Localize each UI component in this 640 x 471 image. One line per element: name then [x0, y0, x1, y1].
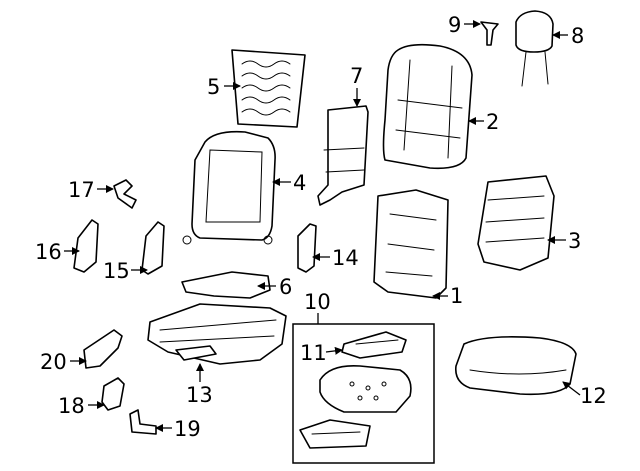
part-13-seat-adjuster	[147, 303, 287, 365]
part-3-seat-cushion-pad	[477, 175, 555, 271]
part-8-headrest	[515, 10, 554, 87]
part-17-bracket	[113, 179, 137, 209]
part-16-side-shield	[73, 219, 99, 273]
part-18-bracket	[101, 377, 125, 411]
part-14-cover-panel	[297, 223, 317, 273]
callout-4: 4	[293, 171, 306, 195]
callout-6: 6	[279, 275, 292, 299]
callout-16: 16	[35, 240, 62, 264]
callout-17: 17	[68, 178, 95, 202]
part-4-seatback-frame	[182, 130, 276, 245]
part-7-back-panel	[317, 105, 369, 206]
part-12-seat-cushion-cover	[454, 336, 577, 396]
callout-11: 11	[300, 341, 327, 365]
part-5-seatback-suspension	[231, 49, 306, 128]
leader-11	[325, 346, 343, 355]
part-1-seat-frame	[373, 189, 449, 299]
callout-15: 15	[103, 259, 130, 283]
callout-8: 8	[571, 24, 584, 48]
callout-5: 5	[207, 75, 220, 99]
callout-20: 20	[40, 350, 67, 374]
callout-14: 14	[332, 246, 359, 270]
callout-9: 9	[448, 13, 461, 37]
callout-3: 3	[568, 229, 581, 253]
callout-2: 2	[486, 110, 499, 134]
part-20-track-cover	[83, 329, 123, 369]
callout-18: 18	[58, 394, 85, 418]
part-11-heater-pad	[341, 331, 407, 359]
callout-10: 10	[304, 290, 331, 314]
seat-cushion-foam	[319, 364, 412, 413]
callout-1: 1	[450, 284, 463, 308]
callout-19: 19	[174, 417, 201, 441]
part-2-seatback-cover	[382, 43, 473, 170]
part-15-side-shield	[141, 221, 165, 275]
seat-heater-mat	[299, 419, 371, 449]
part-6-bracket	[181, 271, 271, 299]
part-9-clip	[480, 21, 499, 46]
callout-13: 13	[186, 383, 213, 407]
callout-7: 7	[350, 64, 363, 88]
part-10-group-box	[292, 323, 435, 464]
leader-12	[562, 381, 581, 396]
callout-12: 12	[580, 384, 607, 408]
part-19-clip	[129, 409, 157, 435]
